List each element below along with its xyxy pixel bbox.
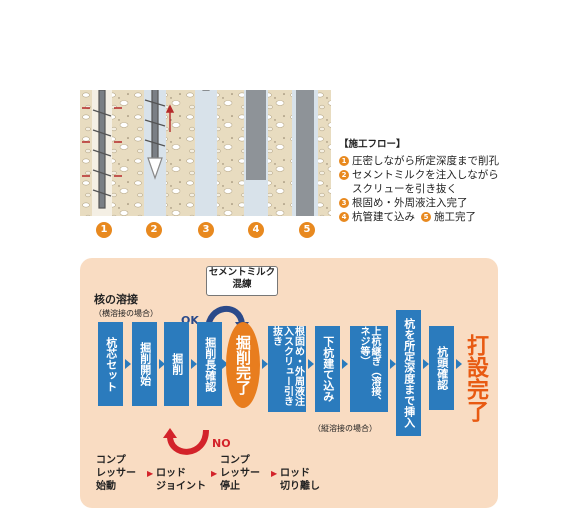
placement-complete: 打設完了 bbox=[463, 334, 488, 422]
step-root-fixing: 根固め・外周液注入スクリュー引き抜き bbox=[268, 326, 306, 412]
legend-text: スクリューを引き抜く bbox=[352, 183, 457, 195]
legend-number: 1 bbox=[339, 156, 349, 166]
flow-arrow bbox=[308, 359, 314, 369]
compressor-start-label: コンプ レッサー 始動 bbox=[96, 454, 136, 493]
step-excavation-length-check: 掘削長確認 bbox=[197, 322, 222, 406]
screw-1 bbox=[92, 90, 112, 209]
label-line: 始動 bbox=[96, 481, 116, 492]
step-pile-insert: 杭を所定深度まで挿入 bbox=[396, 310, 421, 436]
legend-number: 2 bbox=[339, 170, 349, 180]
label-line: ジョイント bbox=[156, 481, 206, 492]
label-line: コンプ bbox=[96, 455, 126, 466]
legend-item: 4 杭管建て込み 5 施工完了 bbox=[339, 210, 539, 224]
label-line: レッサー bbox=[220, 468, 260, 479]
legend-text: 施工完了 bbox=[434, 211, 476, 223]
flow-arrow bbox=[159, 359, 165, 369]
core-weld-sub: （横溶接の場合） bbox=[94, 309, 158, 318]
step-lower-pile-install: 下杭建て込み bbox=[315, 326, 340, 412]
legend-title: 【施工フロー】 bbox=[339, 139, 406, 150]
label-line: ロッド bbox=[280, 468, 310, 479]
flow-arrow bbox=[125, 359, 131, 369]
legend-text: 圧密しながら所定深度まで削孔 bbox=[352, 155, 499, 167]
legend-text: 杭管建て込み bbox=[352, 211, 415, 223]
cement-mix-line: セメントミルク bbox=[208, 267, 276, 278]
pile-5 bbox=[296, 90, 314, 216]
legend-text: 根固め・外周液注入完了 bbox=[352, 197, 468, 209]
legend-number: 4 bbox=[339, 212, 349, 222]
step-upper-pile-joint: 上杭継ぎ（溶接、ネジ等） bbox=[350, 326, 388, 412]
flow-arrow bbox=[222, 359, 228, 369]
no-loop-arrow bbox=[163, 428, 209, 455]
cement-mix-line: 混練 bbox=[232, 279, 252, 290]
excavation-complete: 掘削完了 bbox=[226, 322, 260, 408]
legend-item: スクリューを引き抜く bbox=[339, 182, 539, 196]
label-line: ロッド bbox=[156, 468, 186, 479]
legend-number: 5 bbox=[421, 212, 431, 222]
cement-mix-label: セメントミルク 混練 bbox=[206, 266, 278, 296]
triangle-arrow-icon: ▶ bbox=[211, 469, 218, 478]
flow-arrow bbox=[456, 359, 462, 369]
triangle-arrow-icon: ▶ bbox=[147, 469, 154, 478]
legend-text: セメントミルクを注入しながら bbox=[352, 169, 499, 181]
label-line: 切り離し bbox=[280, 481, 320, 492]
step-number-4: 4 bbox=[248, 222, 264, 238]
step-excavation-start: 掘削開始 bbox=[132, 322, 157, 406]
flow-arrows bbox=[82, 104, 175, 177]
no-label: NO bbox=[212, 437, 231, 450]
flow-arrow bbox=[423, 359, 429, 369]
legend-item: 1 圧密しながら所定深度まで削孔 bbox=[339, 154, 539, 168]
step-excavation: 掘削 bbox=[164, 322, 189, 406]
pile-4 bbox=[246, 90, 266, 180]
legend-item: 3 根固め・外周液注入完了 bbox=[339, 196, 539, 210]
legend-item: 2 セメントミルクを注入しながら bbox=[339, 168, 539, 182]
step-number-5: 5 bbox=[299, 222, 315, 238]
rod-detach-label: ロッド 切り離し bbox=[280, 467, 320, 493]
core-weld-label: 核の溶接 bbox=[94, 293, 138, 306]
flow-arrow bbox=[191, 359, 197, 369]
screw-2 bbox=[144, 90, 166, 180]
vertical-weld-note: （縦溶接の場合） bbox=[313, 424, 377, 433]
flow-legend: 【施工フロー】 1 圧密しながら所定深度まで削孔 2 セメントミルクを注入しなが… bbox=[339, 138, 539, 224]
flow-arrow bbox=[390, 359, 396, 369]
flow-arrow bbox=[262, 359, 268, 369]
compressor-stop-label: コンプ レッサー 停止 bbox=[220, 454, 260, 493]
hole-3 bbox=[195, 90, 217, 216]
flow-arrow bbox=[342, 359, 348, 369]
triangle-arrow-icon: ▶ bbox=[271, 469, 278, 478]
label-line: レッサー bbox=[96, 468, 136, 479]
legend-number: 3 bbox=[339, 198, 349, 208]
step-number-1: 1 bbox=[96, 222, 112, 238]
step-number-3: 3 bbox=[198, 222, 214, 238]
step-pile-center-set: 杭芯セット bbox=[98, 322, 123, 406]
label-line: 停止 bbox=[220, 481, 240, 492]
construction-illustration bbox=[80, 90, 331, 216]
rod-joint-label: ロッド ジョイント bbox=[156, 467, 206, 493]
step-number-2: 2 bbox=[146, 222, 162, 238]
label-line: コンプ bbox=[220, 455, 250, 466]
step-pile-head-check: 杭頭確認 bbox=[429, 326, 454, 410]
